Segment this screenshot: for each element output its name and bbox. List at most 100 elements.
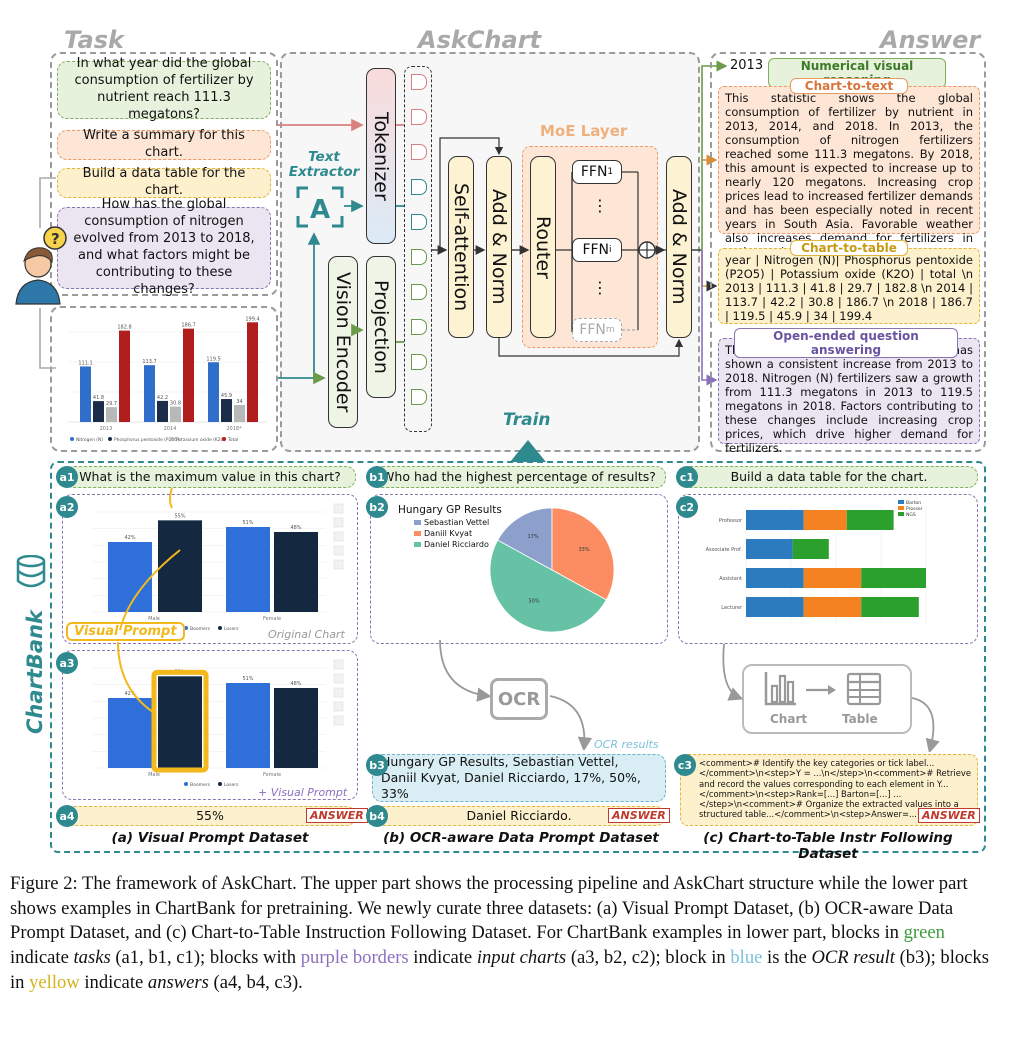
bar-label: 29.7 <box>106 401 117 407</box>
self-attention-label: Self-attention <box>450 182 472 312</box>
legend-label: Potassium oxide (K2O) <box>176 437 226 443</box>
badge-c1: c1 <box>676 466 698 488</box>
token-icon <box>411 74 427 90</box>
bar <box>108 698 152 768</box>
x-tick-label: Male <box>148 772 160 778</box>
y-tick-label: Lecturer <box>721 605 743 611</box>
caption-ocr-result: OCR result <box>811 947 895 969</box>
chart-tool-icon <box>333 715 344 726</box>
chart-word: Chart <box>770 712 808 726</box>
chart-tool-icon <box>333 503 344 514</box>
legend-label: Phosphorus pentoxide (P2O5) <box>114 437 180 443</box>
bar <box>106 407 117 422</box>
bar-label: 42% <box>124 691 135 697</box>
answer-panel <box>710 52 986 452</box>
caption-part-5: (a3, b2, c2); block in <box>566 947 731 969</box>
router-label: Router <box>532 215 554 279</box>
stacked-bar-segment <box>861 597 919 617</box>
text-extractor-label: Text Extractor <box>288 149 360 180</box>
chart-to-table-icons <box>764 672 882 706</box>
badge-c3: c3 <box>674 754 696 776</box>
chart-to-table-answer: year | Nitrogen (N)| Phosphorus pentoxid… <box>718 248 980 324</box>
bar-label: 51% <box>242 676 253 682</box>
bar <box>183 328 194 422</box>
stacked-bar-segment <box>803 510 847 530</box>
b3-ocr-result: Hungary GP Results, Sebastian Vettel, Da… <box>372 754 666 802</box>
askchart-header: AskChart <box>418 26 542 54</box>
a3-prompted-chart <box>62 650 358 800</box>
bar <box>93 401 104 422</box>
chart-tool-icon <box>333 517 344 528</box>
bar <box>234 405 245 422</box>
legend-swatch <box>414 520 421 525</box>
bar-label: 30.8 <box>170 401 181 407</box>
ocr-icon: OCR <box>490 678 548 720</box>
bar <box>158 520 202 612</box>
tokenizer-label: Tokenizer <box>370 111 392 201</box>
bar-label: 48% <box>290 681 301 687</box>
c3-answer-label: ANSWER <box>918 808 980 823</box>
projection-label: Projection <box>370 280 392 374</box>
token-icon <box>411 144 427 160</box>
bar-label: 51% <box>242 520 253 526</box>
bar <box>80 366 91 422</box>
original-chart-label: Original Chart <box>268 628 345 641</box>
legend-label: Boomers <box>190 626 211 630</box>
visual-prompt-box <box>151 669 209 773</box>
token-icon <box>411 389 427 405</box>
pie-label: 17% <box>528 534 539 540</box>
moe-routing-lines <box>556 171 666 332</box>
add-norm-label-2: Add & Norm <box>668 189 690 305</box>
caption-part-8: indicate <box>79 971 148 993</box>
caption-part-1: Figure 2: The framework of AskChart. The… <box>10 873 968 944</box>
pie-label: 50% <box>529 599 540 605</box>
x-tick-label: 2013 <box>100 426 113 432</box>
badge-b3: b3 <box>366 754 388 776</box>
pie-legend-item: Sebastian Vettel <box>414 518 489 529</box>
legend-swatch <box>414 530 421 536</box>
self-attention-block: Self-attention <box>448 156 474 338</box>
legend-marker <box>108 437 112 441</box>
bar <box>221 399 232 422</box>
bar <box>108 542 152 612</box>
pie-legend-item: Daniil Kvyat <box>414 529 489 540</box>
caption-input-charts: input charts <box>476 947 567 969</box>
bar <box>144 365 155 422</box>
bar-label: 34 <box>236 399 242 405</box>
chart-tool-icon <box>333 559 344 570</box>
chartbank-panel <box>50 461 986 853</box>
bar <box>157 400 168 422</box>
ffn-ellipsis-1: ⋮ <box>592 196 608 215</box>
caption-part-2: indicate <box>10 947 74 969</box>
pie-slice <box>551 507 615 601</box>
vision-encoder-block: Vision Encoder <box>328 256 358 428</box>
bar <box>247 322 258 422</box>
bar-label: 42.2 <box>157 395 168 401</box>
train-label: Train <box>503 410 551 430</box>
ocr-arrows <box>439 640 593 750</box>
legend-marker <box>898 500 904 504</box>
chart-tool-icon <box>333 659 344 670</box>
ocr-results-label: OCR results <box>594 738 659 751</box>
legend-marker <box>222 437 226 441</box>
vision-encoder-label: Vision Encoder <box>332 271 354 413</box>
chart-to-table-icon-box <box>742 664 912 734</box>
stacked-bar-segment <box>846 510 894 530</box>
caption-part-4: indicate <box>408 947 477 969</box>
router-block: Router <box>530 156 556 338</box>
caption-tasks: tasks <box>73 947 111 969</box>
figure-caption: Figure 2: The framework of AskChart. The… <box>10 872 1000 996</box>
legend-marker <box>898 512 904 516</box>
svg-text:A: A <box>310 195 330 225</box>
token-list <box>409 74 429 430</box>
legend-label: Boomers <box>190 782 211 786</box>
badge-b2: b2 <box>366 496 388 518</box>
legend-label: Total <box>227 437 238 443</box>
caption-blue: blue <box>730 947 763 969</box>
c-arrows <box>722 643 940 752</box>
chart-tool-icon <box>333 545 344 556</box>
